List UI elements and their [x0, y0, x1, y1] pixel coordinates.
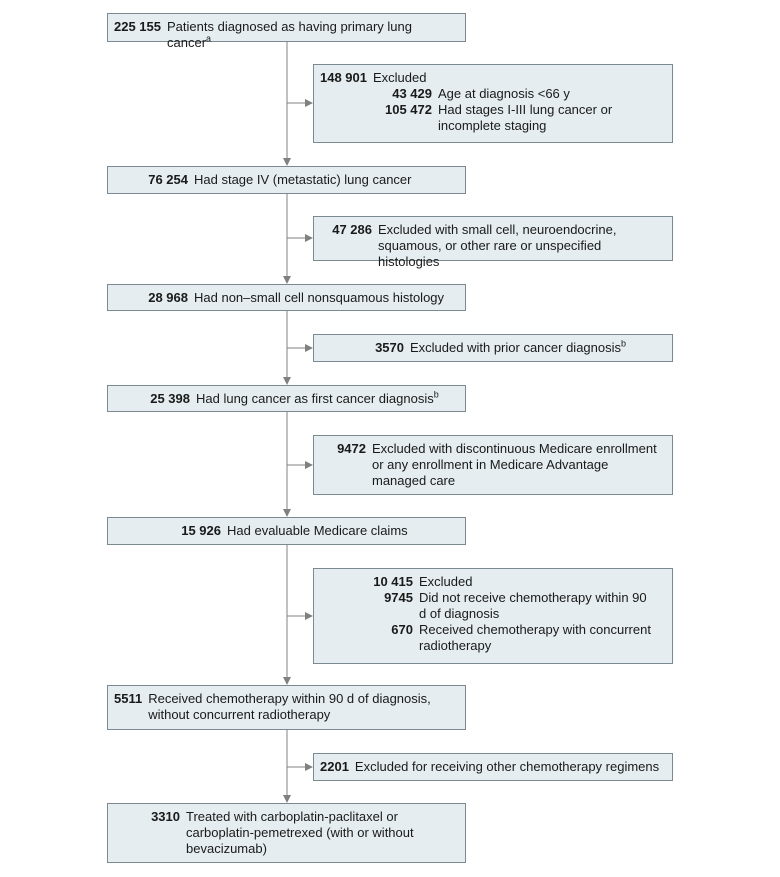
exclusion-subitem: 9745 Did not receive chemotherapy within…	[320, 590, 664, 622]
label: Had stages I-III lung cancer or incomple…	[438, 102, 613, 133]
label: Received chemotherapy with concurrent ra…	[419, 622, 651, 653]
footnote-marker: b	[621, 338, 627, 349]
label: Excluded with discontinuous Medicare enr…	[372, 441, 657, 488]
footnote-marker: a	[206, 33, 212, 44]
label: Had stage IV (metastatic) lung cancer	[194, 172, 412, 187]
count: 5511	[114, 691, 143, 706]
exclusion-box-chemo: 10 415 Excluded 9745 Did not receive che…	[313, 568, 673, 664]
main-box-medicare-claims: 15 926 Had evaluable Medicare claims	[107, 517, 466, 545]
count: 47 286	[332, 222, 372, 237]
label: Excluded with small cell, neuroendocrine…	[378, 222, 617, 269]
exclusion-box-prior-cancer: 3570 Excluded with prior cancer diagnosi…	[313, 334, 673, 362]
exclusion-box-medicare-enrollment: 9472 Excluded with discontinuous Medicar…	[313, 435, 673, 495]
count: 3570	[375, 340, 404, 355]
label: Had evaluable Medicare claims	[227, 523, 408, 538]
count: 28 968	[148, 290, 188, 305]
label: Had non–small cell nonsquamous histology	[194, 290, 445, 305]
count: 43 429	[392, 86, 432, 101]
label: Excluded	[373, 70, 427, 85]
count: 76 254	[148, 172, 188, 187]
exclusion-box-other-regimens: 2201 Excluded for receiving other chemot…	[313, 753, 673, 781]
main-box-first-cancer: 25 398 Had lung cancer as first cancer d…	[107, 385, 466, 412]
count: 2201	[320, 759, 349, 774]
count: 3310	[151, 809, 180, 824]
count: 15 926	[181, 523, 221, 538]
main-box-nonsquamous: 28 968 Had non–small cell nonsquamous hi…	[107, 284, 466, 311]
count: 225 155	[114, 19, 161, 34]
exclusion-subitem: 670 Received chemotherapy with concurren…	[320, 622, 664, 654]
main-box-patients-diagnosed: 225 155 Patients diagnosed as having pri…	[107, 13, 466, 50]
footnote-marker: b	[433, 389, 439, 400]
count: 25 398	[150, 391, 190, 406]
label: Received chemotherapy within 90 d of dia…	[148, 691, 431, 722]
label: Age at diagnosis <66 y	[438, 86, 570, 101]
main-box-treated: 3310 Treated with carboplatin-paclitaxel…	[107, 803, 466, 863]
count: 105 472	[385, 102, 432, 117]
count: 148 901	[320, 70, 367, 85]
label: Treated with carboplatin-paclitaxel or c…	[186, 809, 414, 856]
label: Patients diagnosed as having primary lun…	[167, 19, 412, 50]
count: 10 415	[373, 574, 413, 589]
exclusion-box-histology: 47 286 Excluded with small cell, neuroen…	[313, 216, 673, 269]
exclusion-box-initial: 148 901 Excluded 43 429 Age at diagnosis…	[313, 64, 673, 143]
label: Did not receive chemotherapy within 90 d…	[419, 590, 647, 621]
main-box-received-chemo: 5511 Received chemotherapy within 90 d o…	[107, 685, 466, 730]
count: 670	[391, 622, 413, 637]
exclusion-subitem: 43 429 Age at diagnosis <66 y	[320, 86, 664, 102]
count: 9472	[337, 441, 366, 456]
label: Had lung cancer as first cancer diagnosi…	[196, 391, 434, 406]
label: Excluded with prior cancer diagnosis	[410, 340, 621, 355]
label: Excluded for receiving other chemotherap…	[354, 759, 660, 774]
main-box-stage-iv: 76 254 Had stage IV (metastatic) lung ca…	[107, 166, 466, 194]
count: 9745	[384, 590, 413, 605]
label: Excluded	[419, 574, 473, 589]
exclusion-subitem: 105 472 Had stages I-III lung cancer or …	[320, 102, 664, 134]
